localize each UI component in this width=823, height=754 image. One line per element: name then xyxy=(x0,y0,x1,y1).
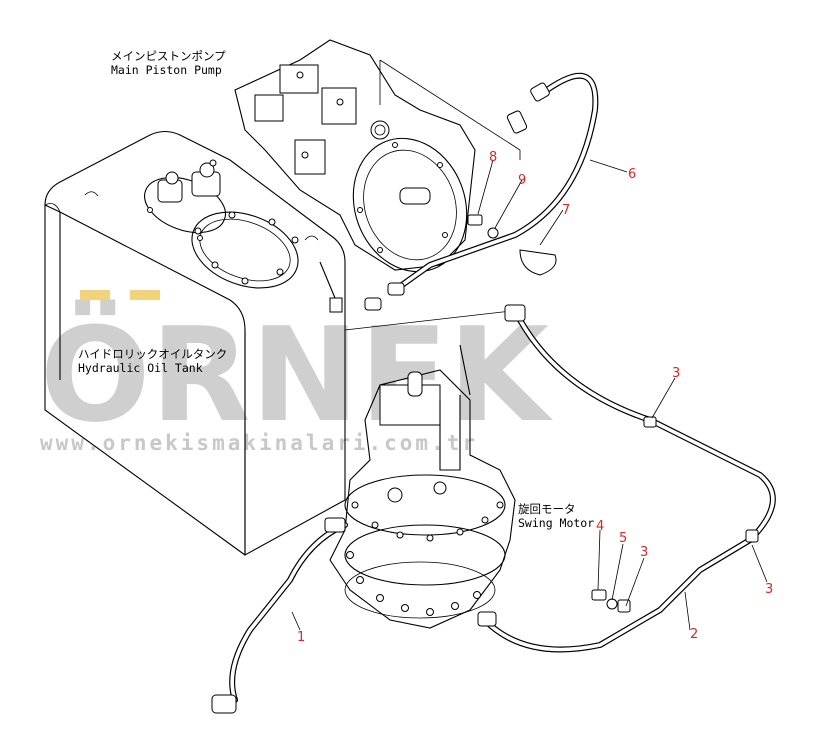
swing-motor-label-en: Swing Motor xyxy=(518,516,594,530)
callout-2: 2 xyxy=(690,627,698,642)
main-pump-label-jp: メインピストンポンプ xyxy=(111,49,226,63)
callout-3-middle: 3 xyxy=(640,545,648,560)
watermark-accent-left xyxy=(80,290,110,300)
watermark-brand: ÖRNEK xyxy=(40,299,553,451)
callout-numbers: 1 2 3 3 3 4 5 6 7 8 9 xyxy=(297,150,773,645)
hoses xyxy=(211,72,776,714)
callout-9: 9 xyxy=(518,173,526,188)
hydraulic-tank-drawing xyxy=(44,130,346,556)
main-pump-drawing xyxy=(234,39,521,273)
callout-3-upper: 3 xyxy=(672,366,680,381)
callout-7: 7 xyxy=(562,203,570,218)
component-labels: メインピストンポンプ Main Piston Pump ハイドロリックオイルタン… xyxy=(78,49,594,530)
callout-8: 8 xyxy=(489,150,497,165)
watermark-url: www.ornekismakinalari.com.tr xyxy=(40,431,478,455)
callout-1: 1 xyxy=(297,630,305,645)
swing-motor-label-jp: 旋回モータ xyxy=(518,502,576,516)
callout-5: 5 xyxy=(619,531,627,546)
callout-6: 6 xyxy=(628,167,636,182)
callout-3-right: 3 xyxy=(765,582,773,597)
watermark: ÖRNEK www.ornekismakinalari.com.tr xyxy=(40,290,553,455)
watermark-accent-right xyxy=(130,290,160,300)
hydraulic-tank-label-en: Hydraulic Oil Tank xyxy=(78,361,203,375)
hydraulic-tank-label-jp: ハイドロリックオイルタンク xyxy=(78,347,227,361)
leader-lines xyxy=(291,159,768,631)
swing-motor-drawing xyxy=(329,309,521,629)
callout-4: 4 xyxy=(596,519,604,534)
main-pump-label-en: Main Piston Pump xyxy=(111,63,222,77)
